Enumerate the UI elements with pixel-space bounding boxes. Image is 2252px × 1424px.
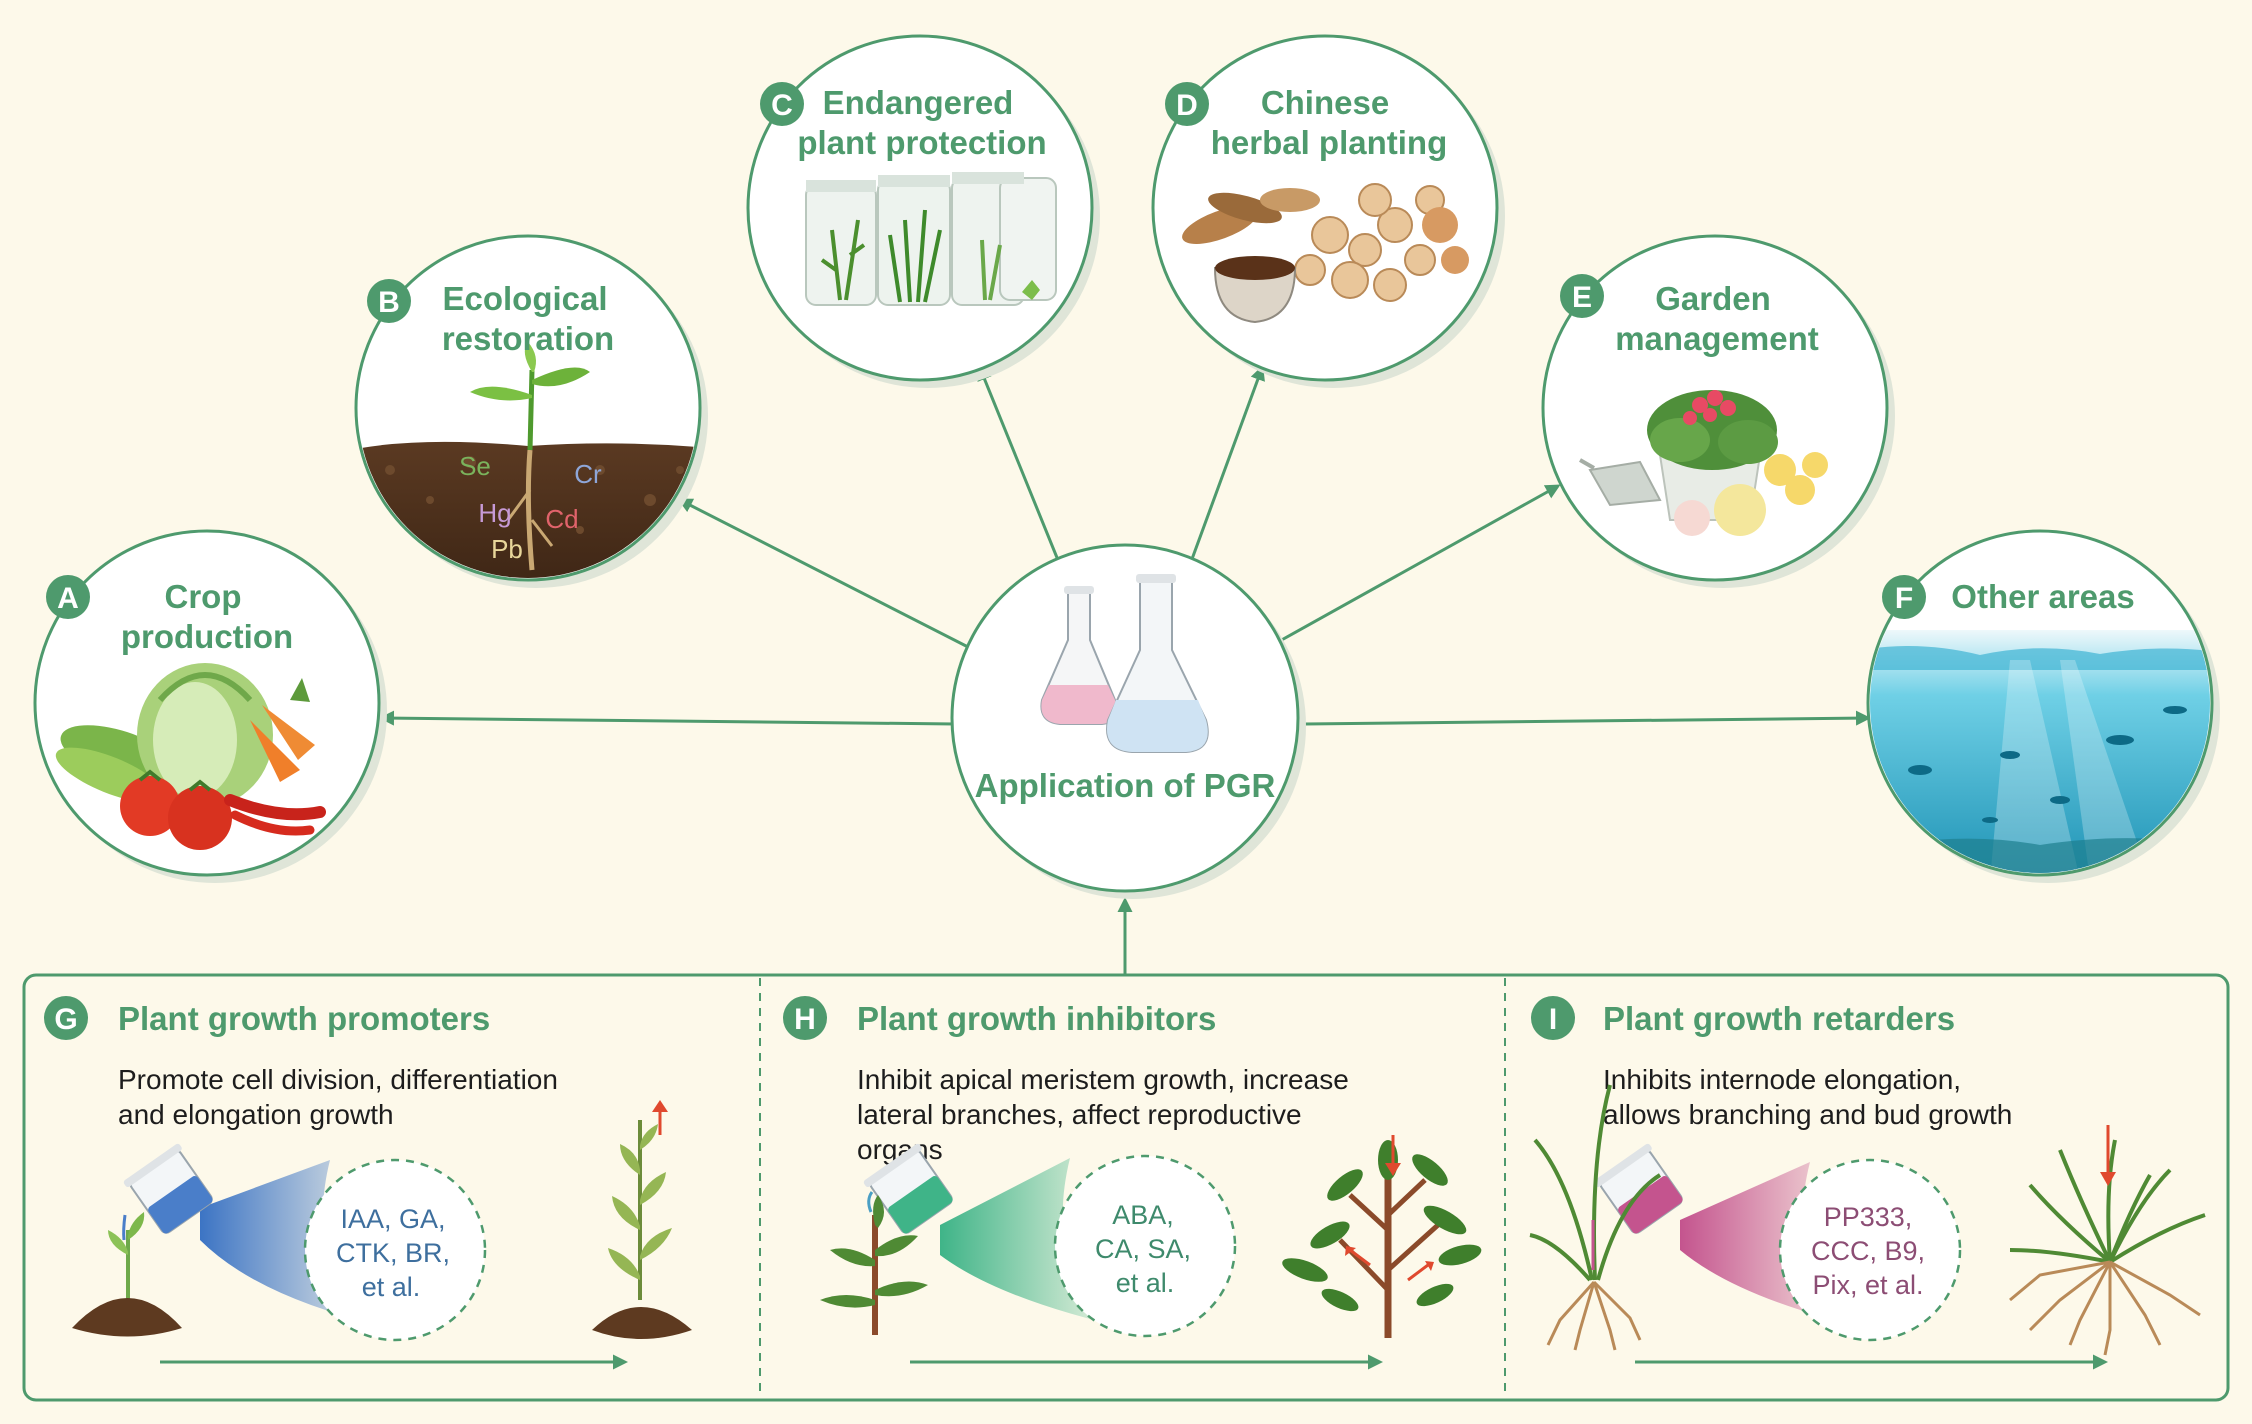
badge-h-letter: H	[794, 1003, 816, 1036]
grown-plant-icon	[592, 1100, 692, 1339]
small-plant-icon	[820, 1191, 928, 1335]
flasks-icon	[1040, 574, 1209, 753]
panel-i-desc-line2: allows branching and bud growth	[1603, 1099, 2012, 1130]
regulator-circle-h	[1053, 1154, 1237, 1338]
branched-tree-icon	[1282, 1135, 1482, 1338]
badge-d	[1165, 82, 1209, 126]
panel-g-regulators-line2: CTK, BR,	[336, 1238, 450, 1268]
panel-g-desc-line1: Promote cell division, differentiation	[118, 1064, 558, 1095]
badge-a	[46, 575, 90, 619]
panel-g-regulators-line3: et al.	[362, 1272, 421, 1302]
vegetables-image	[55, 663, 326, 850]
bottom-panel-frame	[22, 973, 2230, 1402]
badge-d-letter: D	[1176, 89, 1198, 122]
node-endangered-plant-protection: C Endangered plant protection	[746, 34, 1100, 388]
badge-b-letter: B	[378, 286, 400, 319]
node-d-label-line2: herbal planting	[1211, 124, 1448, 161]
regulator-circle-i	[1778, 1158, 1962, 1342]
panel-h-title: Plant growth inhibitors	[857, 1000, 1216, 1037]
badge-f	[1882, 575, 1926, 619]
center-node: Application of PGR	[950, 543, 1306, 899]
connector-arrows	[379, 365, 1871, 975]
badge-g-letter: G	[54, 1003, 77, 1036]
panel-inhibitors: H Plant growth inhibitors Inhibit apical…	[783, 996, 1482, 1370]
node-a-label-line2: production	[121, 618, 293, 655]
panel-retarders: I Plant growth retarders Inhibits intern…	[1529, 996, 2206, 1370]
garden-image	[1579, 390, 1828, 536]
panel-h-desc-line2: lateral branches, affect reproductive	[857, 1099, 1302, 1130]
panel-i-regulators-line2: CCC, B9,	[1811, 1236, 1925, 1266]
ocean-image	[1870, 630, 2210, 873]
node-f-label: Other areas	[1951, 578, 2134, 615]
badge-i-letter: I	[1549, 1003, 1557, 1036]
panel-i-regulators-line3: Pix, et al.	[1812, 1270, 1923, 1300]
regulator-circle-g	[303, 1158, 487, 1342]
arrow-to-b	[677, 498, 971, 650]
panel-h-regulators-line3: et al.	[1116, 1268, 1175, 1298]
node-b-label-line1: Ecological	[442, 280, 607, 317]
node-garden-management: E Garden management	[1541, 234, 1895, 588]
soil-element-hg: Hg	[478, 498, 511, 528]
badge-e	[1560, 274, 1604, 318]
arrow-to-d	[1186, 365, 1265, 571]
panel-promoters: G Plant growth promoters Promote cell di…	[44, 996, 692, 1370]
node-e-label-line1: Garden	[1655, 280, 1771, 317]
node-other-areas: F Other areas	[1866, 529, 2220, 883]
soil-element-cd: Cd	[545, 504, 578, 534]
tissue-culture-jars-image	[805, 172, 1057, 306]
panel-h-regulators-line1: ABA,	[1112, 1200, 1174, 1230]
node-a-label-line1: Crop	[165, 578, 242, 615]
node-ecological-restoration: B Ecological restoration Se Cr Hg Cd Pb	[354, 234, 708, 588]
arrow-to-a	[379, 710, 956, 726]
panel-i-title: Plant growth retarders	[1603, 1000, 1955, 1037]
node-c-label-line1: Endangered	[823, 84, 1014, 121]
badge-c-letter: C	[771, 89, 793, 122]
badge-f-letter: F	[1895, 582, 1913, 615]
panel-i-regulators-line1: PP333,	[1824, 1202, 1913, 1232]
node-d-label-line1: Chinese	[1261, 84, 1389, 121]
panel-h-regulators-line2: CA, SA,	[1095, 1234, 1191, 1264]
node-b-label-line2: restoration	[442, 320, 614, 357]
panel-h-desc-line1: Inhibit apical meristem growth, increase	[857, 1064, 1349, 1095]
badge-h	[783, 996, 827, 1040]
panel-i-desc-line1: Inhibits internode elongation,	[1603, 1064, 1961, 1095]
soil-element-pb: Pb	[491, 534, 523, 564]
bushy-grass-icon	[2009, 1125, 2206, 1356]
badge-b	[367, 279, 411, 323]
badge-e-letter: E	[1572, 281, 1592, 314]
badge-g	[44, 996, 88, 1040]
node-c-label-line2: plant protection	[797, 124, 1046, 161]
beaker-icon-green	[863, 1143, 953, 1234]
herbs-image	[1182, 183, 1469, 324]
spray-beam-green	[940, 1158, 1135, 1330]
soil-element-cr: Cr	[574, 459, 602, 489]
arrow-to-f	[1304, 710, 1871, 726]
seedling-icon	[72, 1212, 182, 1337]
arrow-to-c	[977, 365, 1064, 571]
badge-i	[1531, 996, 1575, 1040]
node-crop-production: A Crop production	[33, 529, 387, 883]
node-e-label-line2: management	[1615, 320, 1819, 357]
beaker-icon-blue	[123, 1143, 213, 1234]
spray-beam-blue	[200, 1160, 400, 1330]
badge-a-letter: A	[57, 582, 79, 615]
panel-g-regulators-line1: IAA, GA,	[340, 1204, 445, 1234]
soil-element-se: Se	[459, 451, 491, 481]
badge-c	[760, 82, 804, 126]
grass-plant-icon	[1529, 1084, 1662, 1351]
center-label: Application of PGR	[975, 767, 1276, 804]
node-chinese-herbal-planting: D Chinese herbal planting	[1151, 34, 1505, 388]
panel-g-title: Plant growth promoters	[118, 1000, 490, 1037]
spray-beam-pink	[1680, 1162, 1875, 1330]
arrow-to-e	[1277, 484, 1561, 644]
panel-g-desc-line2: and elongation growth	[118, 1099, 394, 1130]
